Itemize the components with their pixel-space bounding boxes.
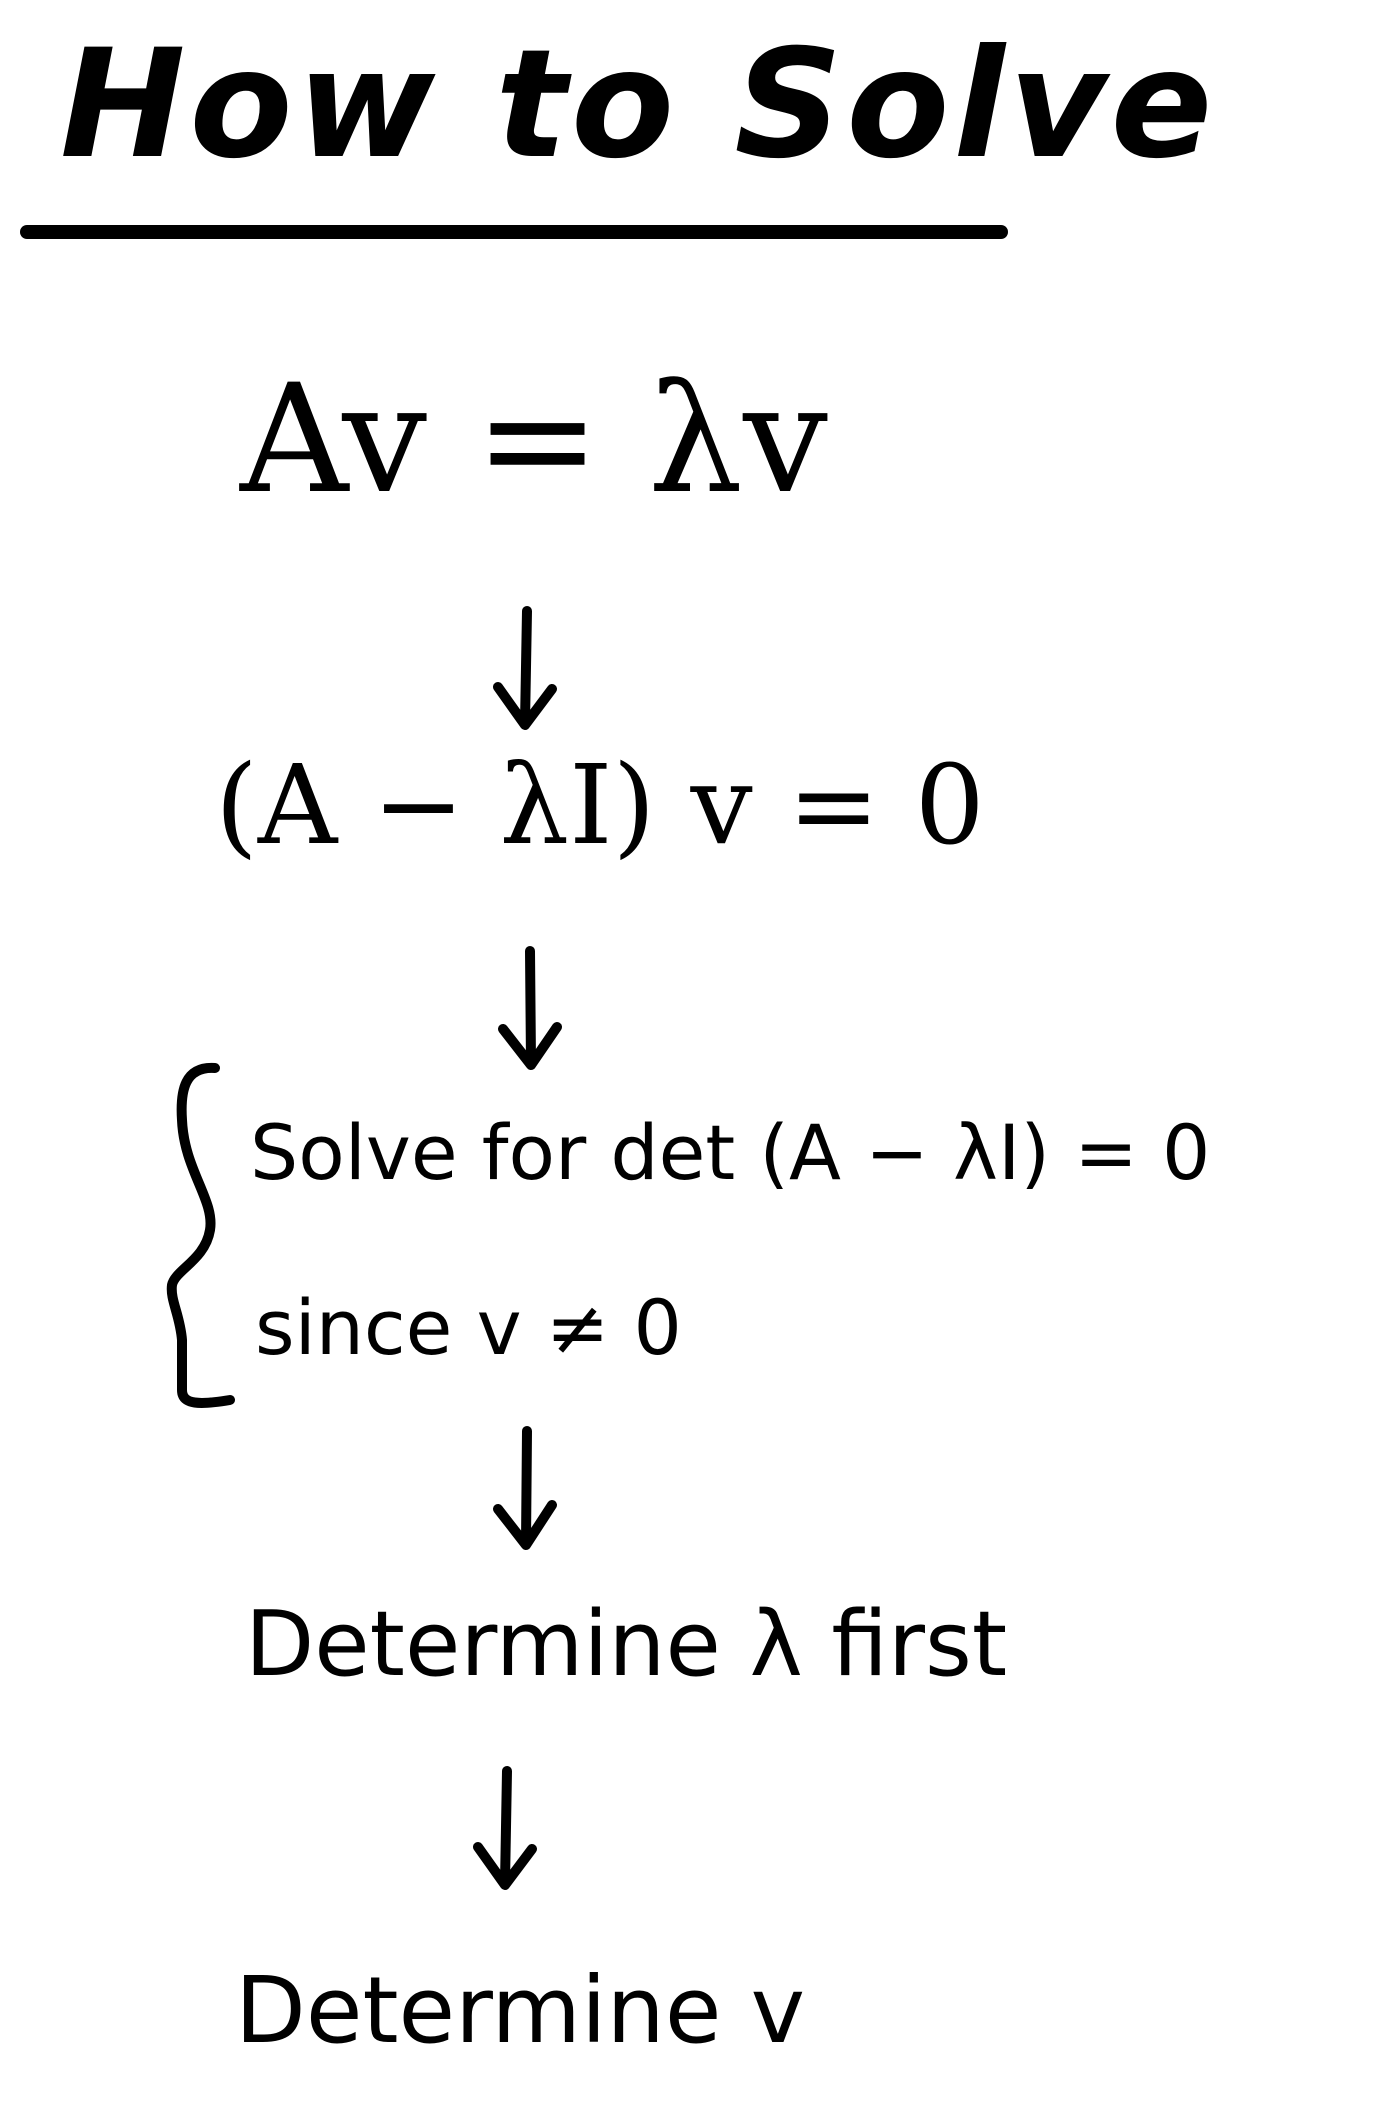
left-brace-icon xyxy=(166,1062,235,1408)
eigen-equation: Av = λv xyxy=(240,353,828,527)
arrow-down-icon xyxy=(493,1426,557,1550)
arrow-down-icon xyxy=(473,1766,537,1890)
title-underline xyxy=(20,225,1008,239)
determinant-condition: Solve for det (A − λI) = 0 xyxy=(250,1108,1211,1197)
determine-lambda-step: Determine λ first xyxy=(245,1592,1008,1697)
homogeneous-equation: (A − λI) v = 0 xyxy=(215,741,985,869)
page-title: How to Solve xyxy=(60,18,1217,192)
arrow-down-icon xyxy=(493,606,557,730)
arrow-down-icon xyxy=(498,946,562,1070)
nonzero-condition: since v ≠ 0 xyxy=(255,1283,682,1372)
determine-v-step: Determine v xyxy=(235,1957,806,2064)
